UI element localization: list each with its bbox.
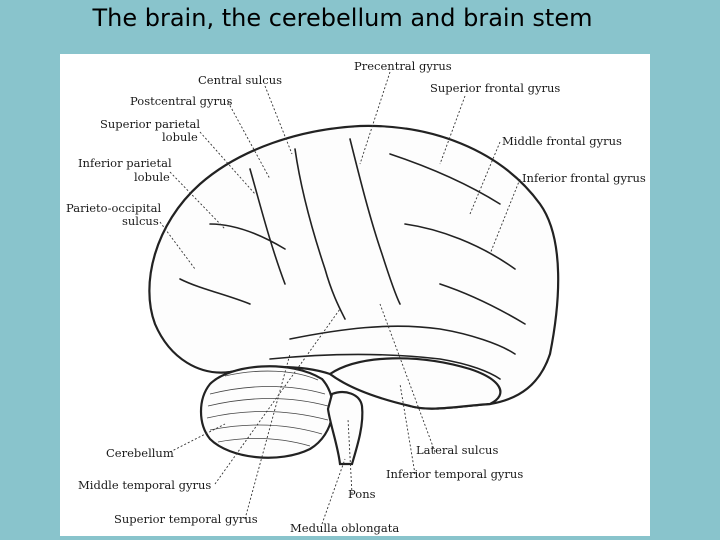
temporal-lobe-outline [328,357,502,410]
leader-lines [159,71,521,525]
label-middle-frontal-gyrus: Middle frontal gyrus [502,134,622,148]
brain-diagram-panel: Central sulcus Precentral gyrus Superior… [60,54,650,536]
label-inferior-frontal-gyrus: Inferior frontal gyrus [522,171,646,185]
label-inferior-parietal-1: Inferior parietal [78,156,172,170]
label-central-sulcus: Central sulcus [198,73,282,87]
label-medulla-oblongata: Medulla oblongata [290,521,399,535]
label-lateral-sulcus: Lateral sulcus [416,443,498,457]
inferior-frontal-sulcus-line [404,223,516,270]
lateral-sulcus-line [289,325,516,355]
label-inferior-temporal-gyrus: Inferior temporal gyrus [386,467,523,481]
label-superior-frontal-gyrus: Superior frontal gyrus [430,81,560,95]
slide-title: The brain, the cerebellum and brain stem [92,4,593,32]
brain-stem-shape [326,390,364,466]
label-cerebellum: Cerebellum [106,446,174,460]
label-middle-temporal-gyrus: Middle temporal gyrus [78,478,211,492]
label-parieto-occipital-1: Parieto-occipital [66,201,161,215]
precentral-sulcus-line [349,138,401,305]
parietal-sulcus-extra [179,278,251,305]
label-inferior-parietal-2: lobule [134,170,170,184]
brain-diagram: Central sulcus Precentral gyrus Superior… [66,59,646,535]
label-parieto-occipital-2: sulcus [122,214,159,228]
intraparietal-sulcus-line [209,223,286,250]
label-postcentral-gyrus: Postcentral gyrus [130,94,232,108]
frontal-sulcus-extra [439,283,526,325]
central-sulcus-line [294,148,346,320]
postcentral-sulcus-line [249,168,286,285]
label-superior-temporal-gyrus: Superior temporal gyrus [114,512,258,526]
superior-temporal-sulcus-line [269,353,501,380]
label-superior-parietal-2: lobule [162,130,198,144]
superior-frontal-sulcus-line [389,153,501,205]
cerebellum-folia [206,370,329,447]
label-precentral-gyrus: Precentral gyrus [354,59,452,73]
label-superior-parietal-1: Superior parietal [100,117,200,131]
label-pons: Pons [348,487,376,501]
